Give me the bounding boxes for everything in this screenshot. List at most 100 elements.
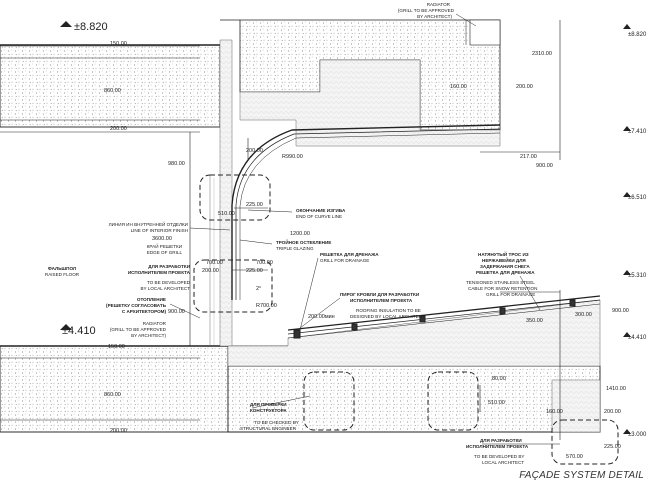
dim-150-b: 150.00 — [108, 344, 125, 350]
grill-edge-en: EDGE OF GRILL — [147, 250, 183, 255]
dev-note-en-1: TO BE DEVELOPED — [147, 280, 191, 285]
dim-510-a: 510.00 — [218, 211, 235, 217]
cable-en-3: GRILL FOR DRAINAGE — [486, 292, 535, 297]
level-bottom-left: ±4.410 — [62, 325, 96, 337]
heating-ru-2: (РЕШЕТКУ СОГЛАСОВАТЬ — [106, 303, 167, 308]
dim-900-c: 900.00 — [612, 308, 629, 314]
dim-350: 350.00 — [526, 318, 543, 324]
raised-floor-ru: ФАЛЬШПОЛ — [48, 266, 76, 271]
radiator-en-3: BY ARCHITECT) — [131, 333, 166, 338]
cable-ru-4: РЕШЕТКА ДЛЯ ДРЕНАЖА — [476, 270, 535, 275]
check-en-2: STRUCTURAL ENGINEER — [240, 426, 297, 431]
cable-ru-2: НЕРЖАВЕЙКИ ДЛЯ — [482, 256, 526, 263]
annotations-right: ОКОНЧАНИЕ ИЗГИБА END OF CURVE LINE ТРОЙН… — [240, 208, 537, 465]
dim-r700: R700.00 — [256, 303, 277, 309]
dim-300: 300.00 — [575, 312, 592, 318]
level-right-6: ±3.000 — [628, 432, 647, 438]
dimension-labels: 150.00 860.00 200.00 980.00 3600.00 150.… — [104, 41, 629, 460]
dim-160-b: 160.00 — [546, 409, 563, 415]
roof-en-2: DESIGNED BY LOCAL ARCHITECT — [350, 314, 425, 319]
cable-en-2: CABLE FOR SNOW RETENTION — [468, 286, 537, 291]
radiator-top-title: RADIATOR — [427, 2, 451, 7]
dev-note-en-2: BY LOCAL ARCHITECT — [140, 286, 190, 291]
dev2-ru-2: ИСПОЛНИТЕЛЕМ ПРОЕКТА — [466, 444, 529, 449]
dim-217: 217.00 — [520, 154, 537, 160]
sloped-roof — [287, 295, 601, 339]
dim-1200: 1200.00 — [290, 231, 310, 237]
heating-ru-1: ОТОПЛЕНИЕ — [137, 297, 166, 302]
dim-225-b: 225.00 — [246, 268, 263, 274]
grill-edge-ru: КРАЙ РЕШЕТКИ — [147, 242, 182, 249]
dim-80: 80.00 — [492, 376, 506, 382]
roof-en-1: ROOFING INSULATION TO BE — [356, 308, 421, 313]
upper-slab — [0, 44, 221, 128]
level-markers — [60, 21, 631, 434]
level-right-2: ±7.410 — [628, 129, 647, 135]
detail-callouts — [193, 174, 619, 465]
dim-200-a: 200.00 — [110, 126, 127, 132]
raised-floor-en: RAISED FLOOR — [45, 272, 80, 277]
cable-ru-1: НАТЯНУТЫЙ ТРОС ИЗ — [478, 250, 529, 257]
curve-end-ru: ОКОНЧАНИЕ ИЗГИБА — [296, 208, 346, 213]
dev-note-ru-2: ИСПОЛНИТЕЛЕМ ПРОЕКТА — [128, 270, 191, 275]
leader-lines — [169, 13, 560, 445]
dim-570: 570.00 — [566, 454, 583, 460]
annotations: RADIATOR (GRILL TO BE APPROVED BY ARCHIT… — [45, 2, 455, 338]
glazing-ru: ТРОЙНОЕ ОСТЕКЛЕНИЕ — [276, 238, 331, 245]
dim-2deg: 2° — [256, 286, 261, 292]
level-right-3: ±6.510 — [628, 195, 647, 201]
dim-3600: 3600.00 — [152, 236, 172, 242]
dim-200-e: 200.00 — [604, 409, 621, 415]
dev-note-ru-1: ДЛЯ РАЗРАБОТКИ — [148, 264, 190, 269]
dim-2310: 2310.00 — [532, 51, 552, 57]
dim-700-b: 700.00 — [256, 260, 273, 266]
dim-200-top: 200.00 — [246, 148, 263, 154]
level-right-1: ±8.820 — [628, 32, 647, 38]
dim-900-b: 900.00 — [168, 309, 185, 315]
radiator-en-2: (GRILL TO BE APPROVED — [110, 327, 167, 332]
dim-510-b: 510.00 — [488, 400, 505, 406]
dim-160-a: 160.00 — [450, 84, 467, 90]
dim-200-min: 200.00мин — [308, 314, 335, 320]
dev2-en-1: TO BE DEVELOPED BY — [474, 454, 524, 459]
drain-ru: РЕШЕТКА ДЛЯ ДРЕНАЖА — [320, 252, 379, 257]
radiator-top-note-2: BY ARCHITECT) — [417, 14, 452, 19]
dim-980: 980.00 — [168, 161, 185, 167]
dim-225-a: 225.00 — [246, 202, 263, 208]
dim-225-c: 225.00 — [604, 444, 621, 450]
finish-line-en: LINE OF INTERIOR FINISH — [131, 228, 188, 233]
check-en-1: TO BE CHECKED BY — [254, 420, 299, 425]
glazing-en: TRIPLE GLAZING — [276, 246, 314, 251]
roof-ru-1: ПИРОГ КРОВЛИ ДЛЯ РАЗРАБОТКИ — [340, 292, 419, 297]
heating-ru-3: С АРХИТЕКТОРОМ) — [122, 309, 167, 314]
dim-900-a: 900.00 — [536, 163, 553, 169]
dim-860-a: 860.00 — [104, 88, 121, 94]
dim-860-b: 860.00 — [104, 392, 121, 398]
curve-end-en: END OF CURVE LINE — [296, 214, 342, 219]
radiator-top-note-1: (GRILL TO BE APPROVED — [398, 8, 455, 13]
cable-en-1: TENSIONED STAINLESS STEEL — [466, 280, 535, 285]
dev2-ru-1: ДЛЯ РАЗРАБОТКИ — [480, 438, 522, 443]
radiator-en-1: RADIATOR — [143, 321, 167, 326]
level-right-4: ±5.310 — [628, 273, 647, 279]
level-top-left: ±8.820 — [74, 21, 108, 33]
figure-caption: FAÇADE SYSTEM DETAIL — [519, 470, 644, 481]
dev2-en-2: LOCAL ARCHITECT — [482, 460, 524, 465]
roof-ru-2: ИСПОЛНИТЕЛЕМ ПРОЕКТА — [350, 298, 413, 303]
dim-1410: 1410.00 — [606, 386, 626, 392]
dim-r990: R990.00 — [282, 154, 303, 160]
dim-200-d: 200.00 — [202, 268, 219, 274]
finish-line-ru: ЛИНИЯ ИН ВНУТРЕННЕЙ ОТДЕЛКИ — [109, 220, 188, 227]
dim-200-b: 200.00 — [110, 428, 127, 434]
dim-150-a: 150.00 — [110, 41, 127, 47]
check-ru-2: КОНСТРУКТОРА — [250, 408, 287, 413]
dim-700-a: 700.00 — [206, 260, 223, 266]
cable-ru-3: ЗАДЕРЖАНИЯ СНЕГА — [480, 264, 530, 269]
curved-glazing — [209, 124, 501, 345]
dim-200-c: 200.00 — [516, 84, 533, 90]
dimension-lines — [0, 20, 561, 440]
level-labels: ±8.820 ±4.410 ±8.820 ±7.410 ±6.510 ±5.31… — [62, 21, 647, 438]
drain-en: GRILL FOR DRAINAGE — [320, 258, 369, 263]
level-right-5: ±4.410 — [628, 335, 647, 341]
